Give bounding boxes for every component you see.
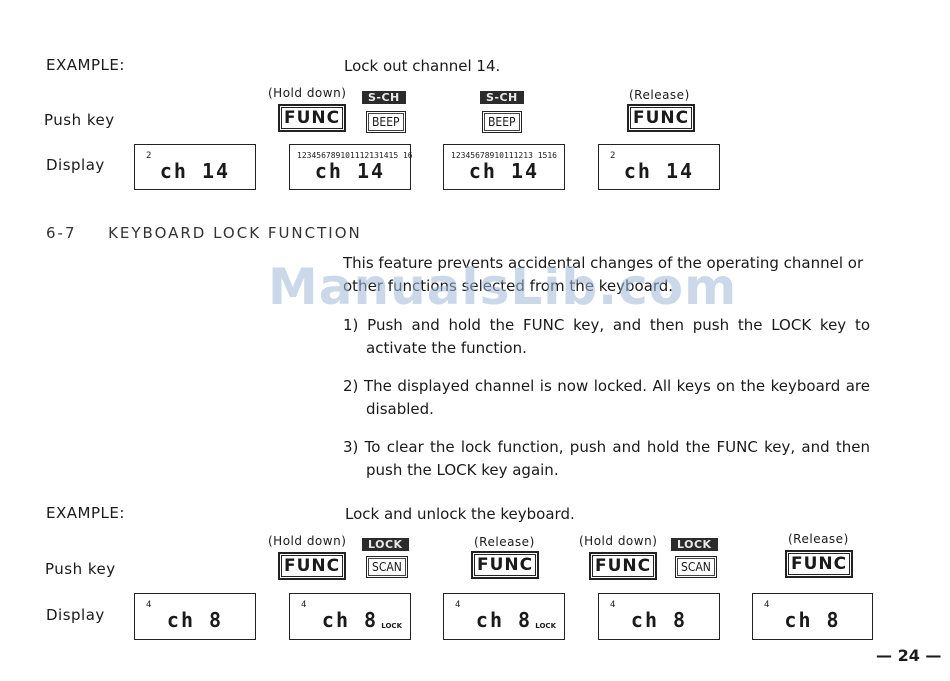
example2-note-hold-down: (Hold down): [268, 534, 347, 548]
func-key[interactable]: FUNC: [589, 552, 658, 580]
func-key[interactable]: FUNC: [627, 104, 696, 132]
instruction-text: 3) To clear the lock function, push and …: [343, 438, 870, 479]
example1-tag-sch: S-CH: [362, 91, 406, 104]
example2-note-hold-down: (Hold down): [579, 534, 658, 548]
lcd-readout: ch 14: [314, 159, 386, 183]
beep-key[interactable]: BEEP: [482, 111, 522, 133]
example2-tag-lock: LOCK: [362, 538, 409, 551]
section-intro-line1: This feature prevents accidental changes…: [343, 254, 864, 272]
func-key[interactable]: FUNC: [278, 104, 347, 132]
example1-caption: Lock out channel 14.: [344, 57, 501, 75]
lcd-readout: ch 8: [321, 608, 379, 632]
lcd-display: 4 ch 8: [134, 593, 256, 640]
lcd-display: 4 ch 8 LOCK: [289, 593, 411, 640]
example2-note-release: (Release): [788, 532, 849, 546]
lcd-display: 4 ch 8: [752, 593, 873, 640]
lcd-display: 12345678910111213 1516 ch 14: [443, 144, 565, 190]
example1-display-label: Display: [46, 156, 105, 174]
lcd-display: 4 ch 8 LOCK: [443, 593, 565, 640]
lcd-channel-index: 2: [610, 151, 616, 161]
lcd-display: 123456789101112131415 16 ch 14: [289, 144, 413, 190]
func-key[interactable]: FUNC: [785, 550, 854, 578]
scan-key[interactable]: SCAN: [366, 556, 408, 578]
lcd-readout: ch 8: [784, 608, 841, 632]
lcd-channel-numbers: 12345678910111213 1516: [451, 151, 557, 160]
example1-push-key-label: Push key: [44, 111, 115, 129]
example1-heading: EXAMPLE:: [46, 56, 125, 74]
example1-tag-sch: S-CH: [480, 91, 524, 104]
lcd-readout: ch 8: [166, 608, 224, 632]
instruction-item: 1) Push and hold the FUNC key, and then …: [343, 314, 870, 360]
scan-key[interactable]: SCAN: [675, 556, 717, 578]
example1-note-hold-down: (Hold down): [268, 86, 347, 100]
section-number: 6-7: [46, 224, 77, 242]
instruction-text: 2) The displayed channel is now locked. …: [343, 377, 870, 418]
example1-note-release: (Release): [629, 88, 690, 102]
lcd-channel-index: 4: [610, 600, 616, 610]
lcd-readout: ch 14: [159, 159, 231, 183]
func-key[interactable]: FUNC: [278, 552, 347, 580]
lcd-channel-index: 2: [146, 151, 152, 161]
lcd-channel-index: 4: [146, 600, 152, 610]
lcd-readout: ch 14: [468, 159, 540, 183]
lcd-channel-numbers: 123456789101112131415 16: [297, 151, 413, 160]
section-intro-line2: other functions selected from the keyboa…: [343, 277, 674, 295]
example2-display-label: Display: [46, 606, 105, 624]
lcd-readout: ch 8: [630, 608, 688, 632]
section-heading: 6-7 KEYBOARD LOCK FUNCTION: [46, 224, 362, 242]
section-title: KEYBOARD LOCK FUNCTION: [108, 224, 362, 242]
lcd-lock-indicator: LOCK: [535, 622, 556, 630]
func-key[interactable]: FUNC: [471, 551, 540, 579]
instruction-item: 2) The displayed channel is now locked. …: [343, 375, 870, 421]
lcd-lock-indicator: LOCK: [381, 622, 402, 630]
example2-caption: Lock and unlock the keyboard.: [345, 505, 575, 523]
lcd-channel-index: 4: [455, 600, 461, 610]
lcd-display: 2 ch 14: [134, 144, 256, 190]
page-number: — 24 —: [876, 646, 942, 665]
lcd-display: 2 ch 14: [598, 144, 720, 190]
example2-heading: EXAMPLE:: [46, 504, 125, 522]
example2-tag-lock: LOCK: [671, 538, 718, 551]
instruction-text: 1) Push and hold the FUNC key, and then …: [343, 316, 870, 357]
example2-push-key-label: Push key: [45, 560, 116, 578]
lcd-readout: ch 14: [623, 159, 695, 183]
instruction-item: 3) To clear the lock function, push and …: [343, 436, 870, 482]
watermark-logo: ManualsLib.com: [268, 258, 738, 316]
example2-note-release: (Release): [474, 535, 535, 549]
lcd-readout: ch 8: [475, 608, 533, 632]
lcd-display: 4 ch 8: [598, 593, 720, 640]
beep-key[interactable]: BEEP: [366, 111, 406, 133]
lcd-channel-index: 4: [764, 600, 770, 610]
lcd-channel-index: 4: [301, 600, 307, 610]
